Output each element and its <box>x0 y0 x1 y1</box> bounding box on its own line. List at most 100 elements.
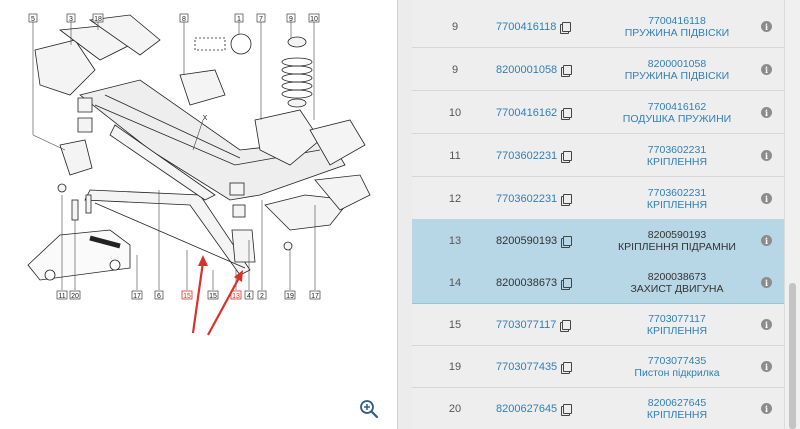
part-code-link[interactable]: 7703077117 <box>496 303 616 346</box>
part-code-link[interactable]: 7703602231 <box>496 177 616 220</box>
info-icon[interactable]: i <box>761 150 772 161</box>
part-code-link[interactable]: 8200038673 <box>496 261 616 304</box>
parts-diagram-panel: 5 3 18 8 1 7 9 10 X 11 20 17 6 15 15 13 … <box>0 0 398 429</box>
info-icon[interactable]: i <box>761 21 772 32</box>
callout-label: 11 <box>58 293 65 300</box>
callout-label: 17 <box>133 293 141 300</box>
copy-icon[interactable] <box>561 277 573 290</box>
callout-label: 8 <box>182 16 186 23</box>
callout-bottom: 13 <box>230 290 242 300</box>
part-code: 7700416118 <box>496 20 557 33</box>
info-icon[interactable]: i <box>761 319 772 330</box>
info-icon[interactable]: i <box>761 193 772 204</box>
position-number: 20 <box>448 402 462 415</box>
table-scrollbar[interactable] <box>784 0 800 429</box>
part-code-link[interactable]: 8200590193 <box>496 219 616 262</box>
info-icon[interactable]: i <box>761 235 772 246</box>
info-icon[interactable]: i <box>761 361 772 372</box>
copy-icon[interactable] <box>561 235 573 248</box>
callout-top: 5 <box>28 13 38 23</box>
info-icon[interactable]: i <box>761 64 772 75</box>
copy-icon[interactable] <box>561 107 573 120</box>
callout-label: 6 <box>157 293 161 300</box>
part-code-link[interactable]: 8200001058 <box>496 48 616 91</box>
info-icon[interactable]: i <box>761 403 772 414</box>
info-icon[interactable]: i <box>761 107 772 118</box>
part-description-name: КРІПЛЕННЯ <box>646 198 708 211</box>
callout-label: 9 <box>289 16 293 23</box>
part-description-code: 7703602231 <box>647 186 707 199</box>
callout-label: 17 <box>311 293 319 300</box>
part-code-link[interactable]: 7700416162 <box>496 91 616 134</box>
callout-bottom: 2 <box>257 290 267 300</box>
info-icon[interactable]: i <box>761 277 772 288</box>
copy-icon[interactable] <box>561 150 573 163</box>
panel-gap <box>398 0 412 429</box>
part-description-name: КРІПЛЕННЯ <box>646 155 708 168</box>
part-description-code: 7703077117 <box>648 312 706 325</box>
part-code-link[interactable]: 8200627645 <box>496 387 616 429</box>
callout-label: 3 <box>69 16 73 23</box>
part-code: 8200627645 <box>496 402 558 415</box>
callout-bottom: 6 <box>154 290 164 300</box>
part-code: 8200001058 <box>496 63 558 76</box>
zoom-in-icon <box>360 400 379 419</box>
copy-icon[interactable] <box>561 193 573 206</box>
exploded-parts-diagram: 5 3 18 8 1 7 9 10 X 11 20 17 6 15 15 13 … <box>27 13 371 336</box>
callout-top: 7 <box>256 13 266 23</box>
position-number: 19 <box>448 360 462 373</box>
callout-bottom: 20 <box>69 290 81 300</box>
copy-icon[interactable] <box>561 403 573 416</box>
scrollbar-thumb[interactable] <box>789 283 796 429</box>
zoom-in-button[interactable] <box>359 399 379 419</box>
callout-label: 2 <box>260 293 264 300</box>
callout-label: 5 <box>31 16 35 23</box>
position-number: 9 <box>451 20 459 33</box>
copy-icon[interactable] <box>561 64 573 77</box>
part-code-link[interactable]: 7703602231 <box>496 134 616 177</box>
callout-label: 7 <box>259 16 263 23</box>
copy-icon[interactable] <box>561 361 573 374</box>
part-code: 8200038673 <box>496 276 558 289</box>
red-arrow-annotations <box>191 255 243 336</box>
part-description-name: КРІПЛЕННЯ <box>646 408 708 421</box>
callout-bottom: 4 <box>244 290 254 300</box>
part-description-name: ЗАХИСТ ДВИГУНА <box>630 282 724 295</box>
part-description-code: 7700416162 <box>647 100 707 113</box>
callout-label: 15 <box>183 293 191 300</box>
copy-icon[interactable] <box>560 21 572 34</box>
part-description-name: ПРУЖИНА ПІДВІСКИ <box>624 69 730 82</box>
callout-x-label: X <box>203 115 208 122</box>
callout-bottom: 11 <box>56 290 68 300</box>
callout-top: 3 <box>66 13 76 23</box>
part-code: 8200590193 <box>496 234 558 247</box>
copy-icon[interactable] <box>560 319 572 332</box>
part-code-link[interactable]: 7700416118 <box>496 5 616 48</box>
part-code-link[interactable]: 7703077435 <box>496 345 616 388</box>
part-code: 7703077117 <box>496 318 557 331</box>
callout-top: 18 <box>92 13 104 23</box>
part-description-code: 7703077435 <box>647 354 707 367</box>
part-code: 7703077435 <box>496 360 558 373</box>
